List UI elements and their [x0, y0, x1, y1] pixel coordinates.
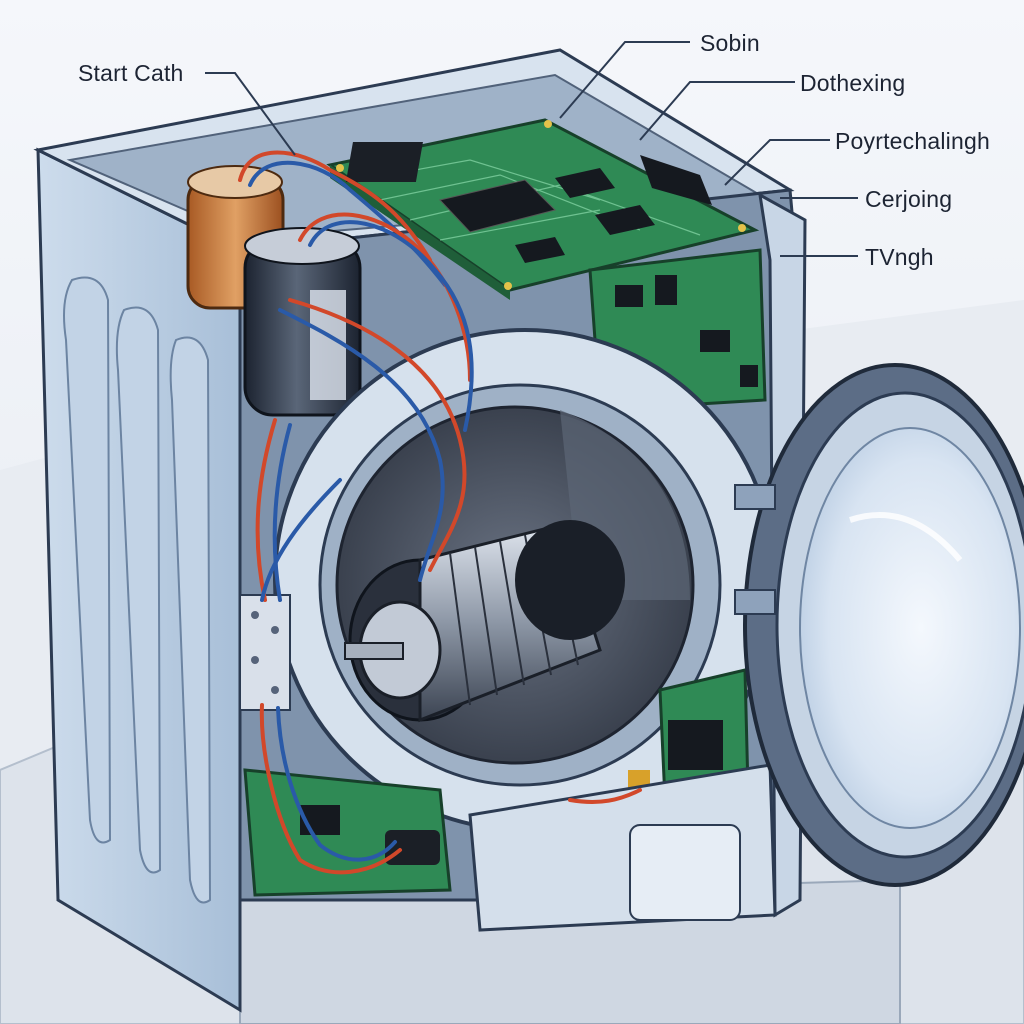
connector-header [640, 155, 712, 205]
leader-start-cath [205, 72, 296, 156]
secondary-pcb-components [615, 275, 758, 387]
side-panel-groove-3 [169, 336, 212, 904]
door-glass [799, 427, 1021, 829]
terminal-screws [251, 611, 279, 694]
leader-dothexing [639, 81, 795, 141]
run-capacitor-top [244, 227, 360, 265]
right-lower-pcb-chip [668, 720, 723, 770]
main-processor-chip [439, 179, 556, 233]
leader-sobin [559, 41, 690, 119]
wiring-harness [238, 150, 642, 875]
label-start-cath: Start Cath [78, 60, 184, 86]
pcb-mount-holes [336, 120, 746, 290]
terminal-block [239, 594, 291, 711]
chip-1 [345, 142, 423, 182]
motor-shaft [344, 642, 404, 660]
side-panel-groove-1 [63, 276, 112, 844]
glass-highlight [849, 512, 963, 562]
side-panel-groove-2 [115, 306, 162, 874]
filter-access-hatch [629, 824, 741, 921]
door-hinge-upper [734, 484, 776, 510]
chip-4 [515, 237, 565, 263]
leader-poyrtechalingh [724, 139, 830, 186]
label-tvngh: TVngh [865, 244, 934, 270]
label-dothexing: Dothexing [800, 70, 906, 96]
label-cerjoing: Cerjoing [865, 186, 953, 212]
chip-3 [595, 205, 655, 235]
capacitor-top [187, 165, 283, 199]
label-poyrtechalingh: Poyrtechalingh [835, 128, 990, 154]
chip-2 [555, 168, 615, 198]
door-hinge-lower [734, 589, 776, 615]
wire-connector [385, 830, 440, 865]
label-sobin: Sobin [700, 30, 760, 56]
callout-leader-lines [205, 41, 858, 257]
motor-rear-housing [515, 520, 625, 640]
